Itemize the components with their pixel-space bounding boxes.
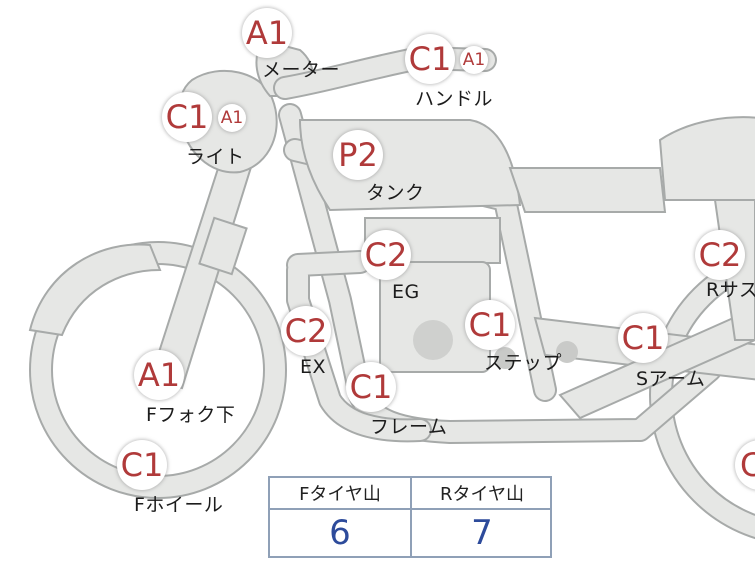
- rear-wheel-grade-badge: C: [735, 440, 755, 490]
- tank-grade-badge: P2: [333, 130, 383, 180]
- light-grade-badge: C1: [162, 92, 212, 142]
- step-peg-shape: [556, 341, 578, 363]
- frame-grade-badge: C1: [346, 362, 396, 412]
- light-label: ライト: [186, 146, 245, 168]
- exhaust-grade-badge: C2: [281, 306, 331, 356]
- handle-grade-badge-secondary: A1: [460, 46, 488, 74]
- front-tire-header: Fタイヤ山: [270, 478, 410, 510]
- exhaust-label: EX: [300, 356, 327, 378]
- step-grade-badge: C1: [465, 300, 515, 350]
- front-fender-shape: [28, 243, 162, 337]
- meter-label: メーター: [262, 59, 341, 81]
- rear-tire-column: Rタイヤ山 7: [412, 478, 552, 556]
- engine-cover-shape: [413, 320, 453, 360]
- seat-shape: [508, 167, 667, 213]
- exhaust-inner: [288, 252, 430, 441]
- rear-tire-header: Rタイヤ山: [412, 478, 552, 510]
- rear-suspension-grade-badge: C2: [695, 230, 745, 280]
- light-grade-badge-secondary: A1: [218, 104, 246, 132]
- fork-lower-shape: [198, 216, 248, 276]
- seat-rear-shape: [658, 116, 755, 201]
- front-fork-lower-label: Fフォク下: [146, 404, 236, 426]
- front-tire-column: Fタイヤ山 6: [270, 478, 412, 556]
- step-label: ステップ: [484, 352, 563, 374]
- swing-arm-lower-shape: [558, 313, 755, 420]
- front-tire-value: 6: [329, 513, 351, 553]
- front-fork-lower-grade-badge: A1: [134, 350, 184, 400]
- front-wheel-grade-badge: C1: [117, 440, 167, 490]
- rear-tire-value: 7: [471, 513, 493, 553]
- tank-label: タンク: [366, 182, 425, 204]
- handle-label: ハンドル: [415, 88, 494, 110]
- tire-tread-table: Fタイヤ山 6 Rタイヤ山 7: [268, 476, 552, 558]
- meter-grade-badge: A1: [242, 8, 292, 58]
- handle-grade-badge: C1: [405, 34, 455, 84]
- front-wheel-label: Fホイール: [134, 494, 224, 516]
- engine-label: EG: [392, 281, 420, 303]
- step-peg-shape: [494, 347, 516, 369]
- swing-arm-grade-badge: C1: [618, 313, 668, 363]
- swing-arm-label: Sアーム: [636, 368, 706, 390]
- rear-suspension-label: Rサス: [706, 279, 755, 301]
- frame-label: フレーム: [370, 416, 448, 438]
- engine-grade-badge: C2: [361, 230, 411, 280]
